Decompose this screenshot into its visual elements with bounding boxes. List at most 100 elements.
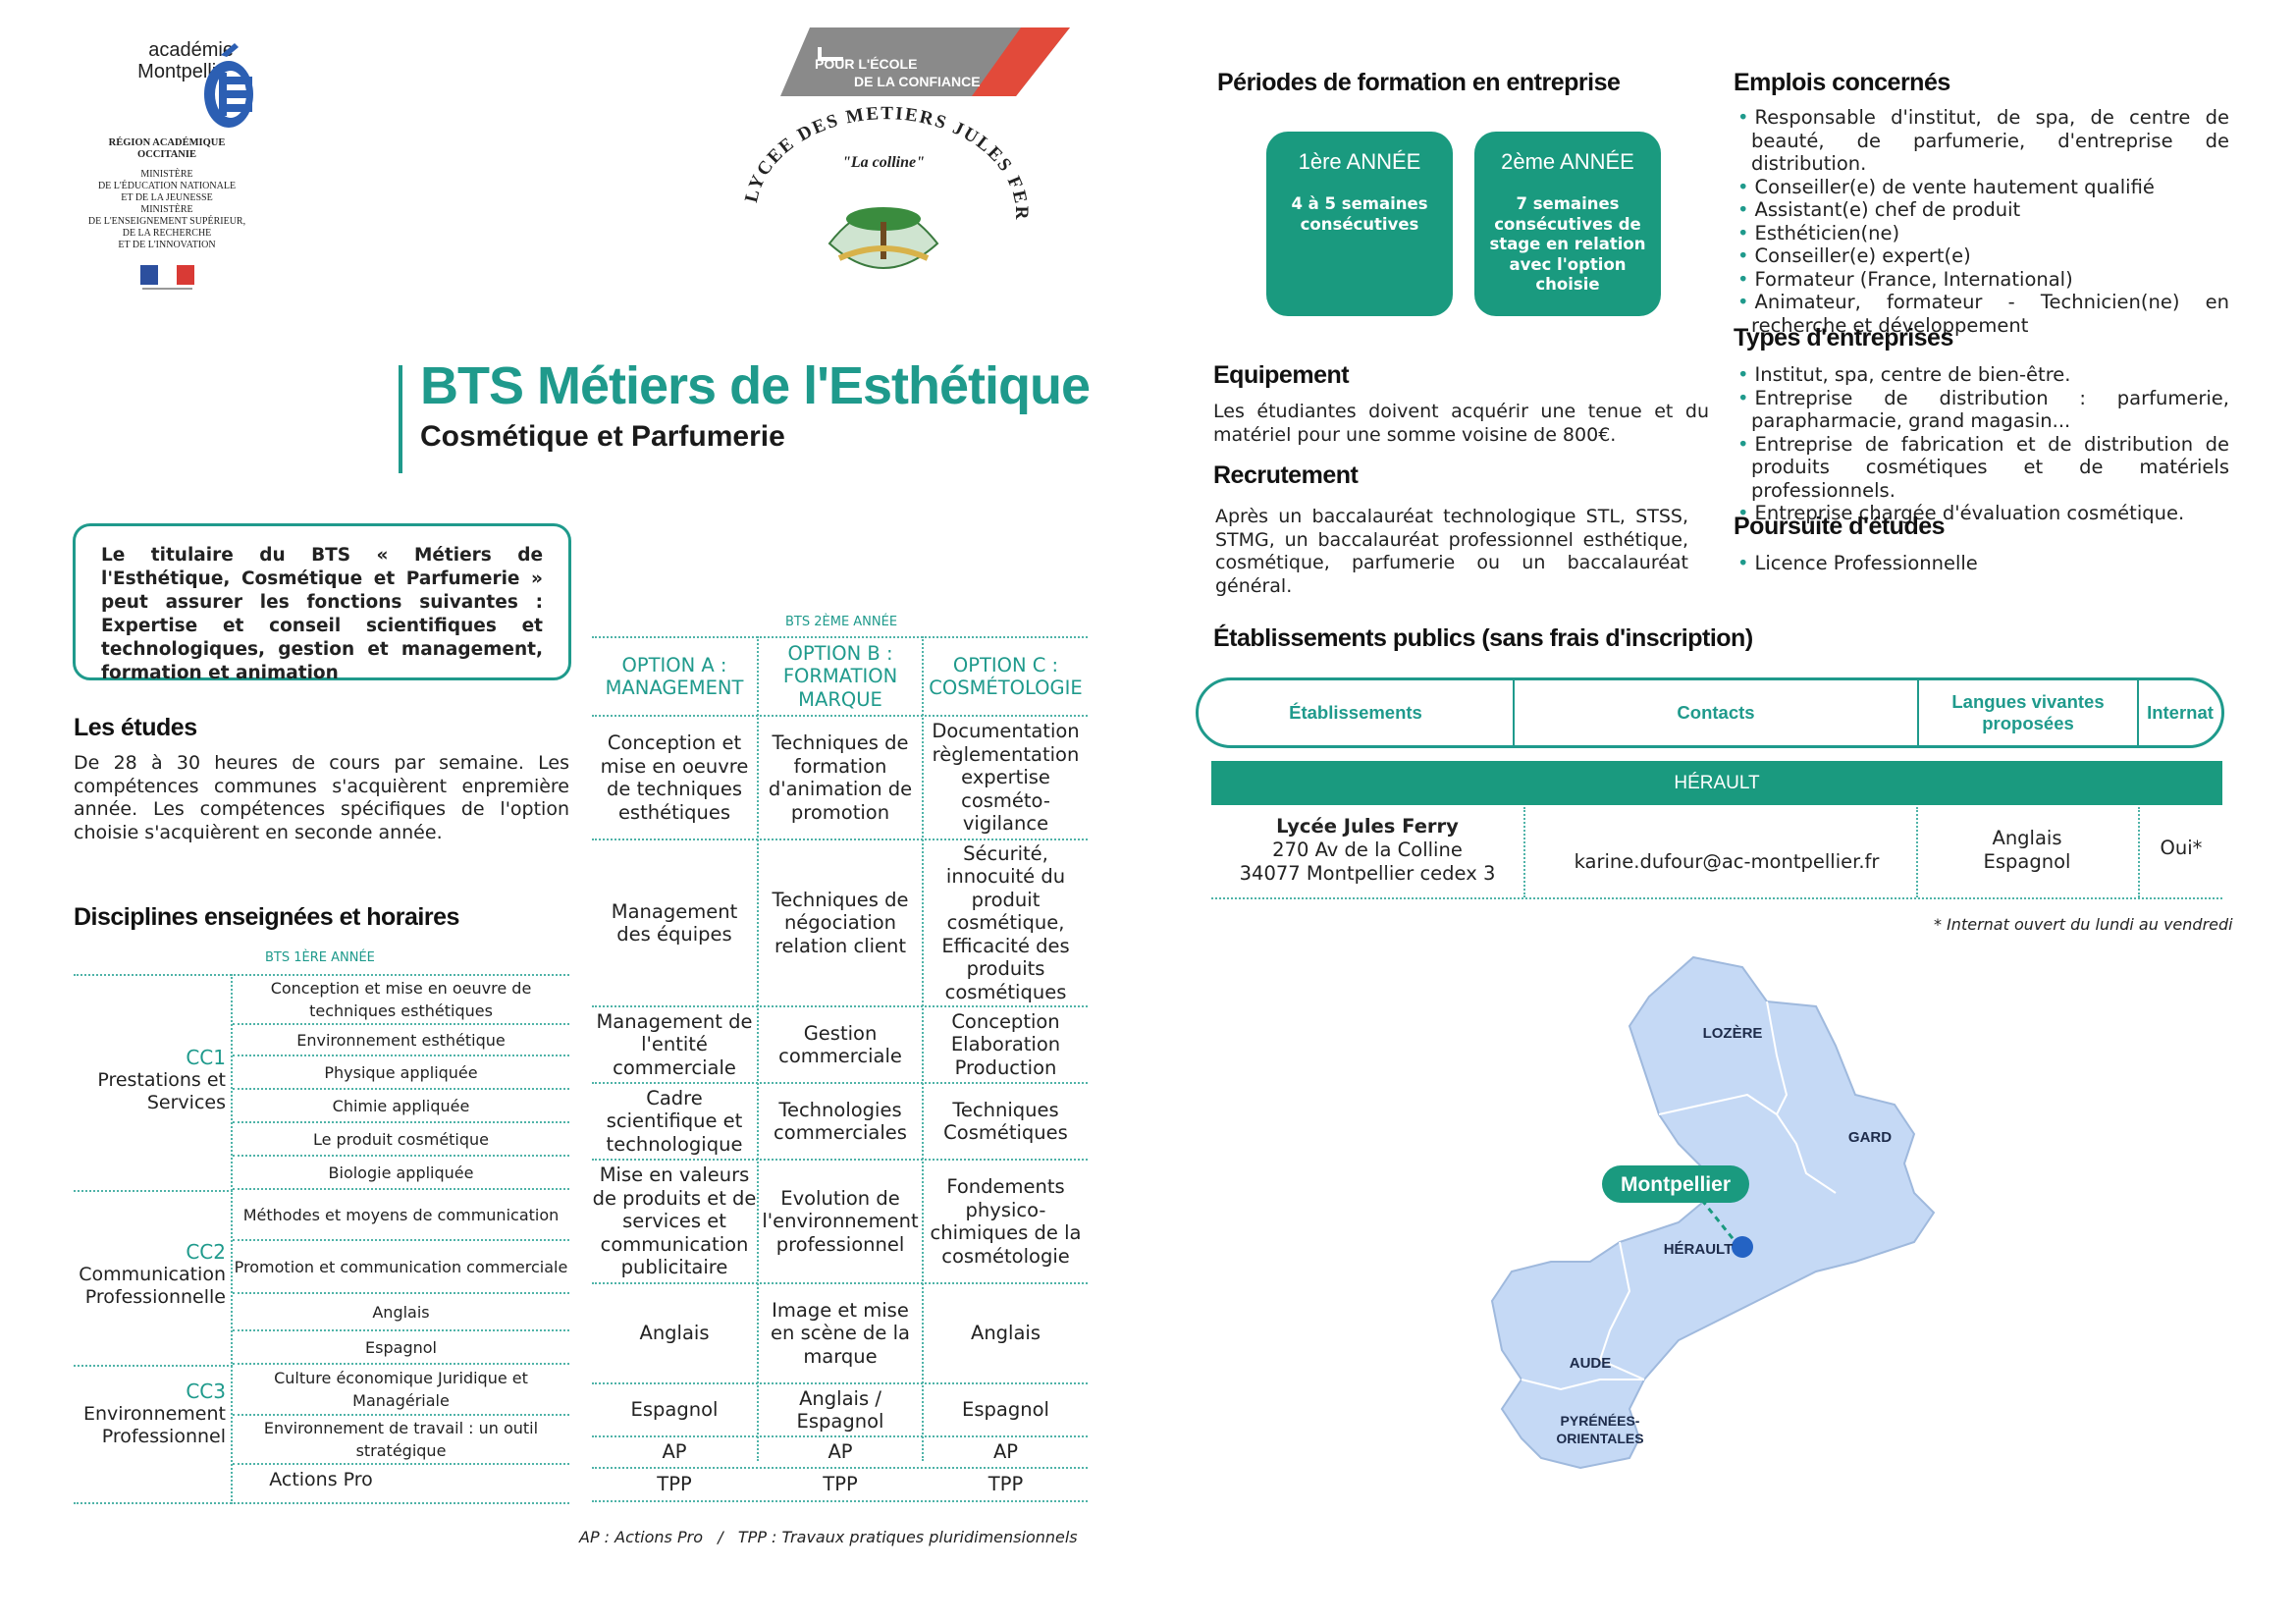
- year2-cell: Management des équipes: [611, 899, 738, 947]
- slogan-line2: DE LA CONFIANCE: [854, 74, 981, 89]
- page-subtitle: Cosmétique et Parfumerie: [420, 420, 785, 453]
- year2-row-line: [592, 1382, 1088, 1384]
- year1-row: Conception et mise en oeuvre de techniqu…: [233, 976, 569, 1025]
- year2-cell: Espagnol: [630, 1398, 719, 1422]
- types-list: Institut, spa, centre de bien-être. Entr…: [1734, 363, 2229, 525]
- cell-sep: [1916, 807, 1918, 897]
- region-bar: HÉRAULT: [1211, 761, 2222, 805]
- year2-cell: Techniques Cosmétiques: [943, 1098, 1068, 1145]
- cc3-code: CC3: [186, 1380, 226, 1403]
- cc1-name: Prestations et Services: [97, 1069, 226, 1113]
- cc1-code: CC1: [186, 1046, 226, 1069]
- year2-cell: Mise en valeurs de produits et de servic…: [592, 1163, 757, 1279]
- etab-name: Lycée Jules Ferry: [1276, 815, 1459, 838]
- intro-box: Le titulaire du BTS « Métiers de l'Esthé…: [73, 523, 571, 683]
- region-label: RÉGION ACADÉMIQUE OCCITANIE: [108, 137, 226, 160]
- list-item: Conseiller(e) expert(e): [1734, 244, 2229, 268]
- year2-cell: Anglais: [639, 1322, 710, 1345]
- option-c-header: OPTION C : COSMÉTOLOGIE: [929, 653, 1083, 700]
- cc1-label: CC1 Prestations et Services: [74, 1047, 226, 1114]
- etablissements-heading: Établissements publics (sans frais d'ins…: [1213, 624, 1753, 652]
- year2-row-line: [592, 1082, 1088, 1084]
- etab-addr1: 270 Av de la Colline: [1272, 839, 1463, 861]
- year2-col-divider: [757, 636, 759, 1461]
- year1-row: Environnement esthétique: [233, 1025, 569, 1056]
- cc2-name: Communication Professionnelle: [79, 1264, 226, 1308]
- year1-row: Biologie appliquée: [233, 1157, 569, 1190]
- year2-cell: Techniques de formation d'animation de p…: [768, 731, 913, 824]
- option-b-header: OPTION B : FORMATION MARQUE: [782, 641, 898, 711]
- year1-row: Environnement de travail : un outil stra…: [233, 1416, 569, 1465]
- year2-cell: Sécurité, innocuité du produit cosmétiqu…: [941, 841, 1070, 1003]
- year2-row-line: [592, 1159, 1088, 1161]
- year2-stage-title: 2ème ANNÉE: [1501, 149, 1634, 174]
- year2-row-line: [592, 1467, 1088, 1469]
- year1-stage-desc: 4 à 5 semaines consécutives: [1291, 194, 1428, 234]
- year2-row-line: [592, 1435, 1088, 1437]
- title-accent-bar: [399, 365, 402, 473]
- year1-row: Méthodes et moyens de communication: [233, 1190, 569, 1241]
- col-internat: Internat: [2147, 702, 2214, 723]
- year1-row: Promotion et communication commerciale: [233, 1241, 569, 1294]
- col-sep: [1917, 680, 1919, 745]
- year2-top-line: [592, 636, 1088, 638]
- year2-row-line: [592, 715, 1088, 717]
- internat-footnote: * Internat ouvert du lundi au vendredi: [1934, 915, 2233, 934]
- cc2-code: CC2: [186, 1240, 226, 1264]
- year2-cell: TPP: [988, 1473, 1024, 1496]
- etudes-text: De 28 à 30 heures de cours par semaine. …: [74, 752, 569, 843]
- year1-row: Anglais: [233, 1294, 569, 1331]
- year2-cell: AP: [828, 1440, 853, 1464]
- list-item: Assistant(e) chef de produit: [1734, 198, 2229, 222]
- etablissement-row: Lycée Jules Ferry 270 Av de la Colline 3…: [1211, 807, 2222, 899]
- year1-row: Chimie appliquée: [233, 1090, 569, 1123]
- map-label-aude: AUDE: [1570, 1355, 1612, 1372]
- recrutement-heading: Recrutement: [1213, 461, 1359, 489]
- cc3-name: Environnement Professionnel: [82, 1403, 226, 1447]
- slogan-line1: POUR L'ÉCOLE: [815, 56, 918, 72]
- year2-cell: TPP: [657, 1473, 692, 1496]
- year2-cell: Techniques de négociation relation clien…: [772, 888, 909, 957]
- periodes-heading: Périodes de formation en entreprise: [1217, 69, 1621, 96]
- poursuite-heading: Poursuite d'études: [1734, 513, 1946, 540]
- etab-cell: Lycée Jules Ferry 270 Av de la Colline 3…: [1211, 815, 1523, 886]
- lycee-logo: LYCEE DES METIERS JULES FERRY "La collin…: [731, 106, 1030, 269]
- map-label-lozere: LOZÈRE: [1703, 1025, 1763, 1042]
- year2-cell: Conception et mise en oeuvre de techniqu…: [600, 731, 749, 824]
- year2-footnote: AP : Actions Pro / TPP : Travaux pratiqu…: [579, 1528, 1078, 1546]
- marianne-flag-logo: [140, 265, 194, 290]
- map-label-herault: HÉRAULT: [1664, 1241, 1734, 1258]
- year2-label: BTS 2ÈME ANNÉE: [785, 615, 898, 629]
- year2-stage-desc: 7 semaines consécutives de stage en rela…: [1489, 194, 1646, 294]
- academie-e-logo: [204, 43, 253, 128]
- etudes-heading: Les études: [74, 714, 197, 741]
- etab-email[interactable]: karine.dufour@ac-montpellier.fr: [1574, 850, 1880, 873]
- year1-row: Culture économique Juridique et Managéri…: [233, 1365, 569, 1416]
- year1-top-line: [74, 974, 569, 976]
- list-item: Formateur (France, International): [1734, 268, 2229, 292]
- col-contacts: Contacts: [1677, 702, 1755, 723]
- year2-cell: Anglais: [970, 1322, 1041, 1345]
- list-item: Animateur, formateur - Technicien(ne) en…: [1734, 291, 2229, 337]
- year2-cell: Documentation règlementation expertise c…: [932, 720, 1080, 836]
- year1-row: Actions Pro: [269, 1469, 373, 1490]
- year1-divider: [231, 974, 233, 1504]
- emplois-heading: Emplois concernés: [1734, 69, 1950, 96]
- list-item: Responsable d'institut, de spa, de centr…: [1734, 106, 2229, 176]
- cell-sep: [2138, 807, 2140, 897]
- year2-cell: Cadre scientifique et technologique: [606, 1086, 743, 1156]
- year1-label: BTS 1ÈRE ANNÉE: [265, 950, 375, 965]
- year2-row-line: [592, 1282, 1088, 1284]
- year2-cell: Espagnol: [962, 1398, 1049, 1422]
- ministere-enseignement: MINISTÈRE DE L'ENSEIGNEMENT SUPÉRIEUR, D…: [87, 204, 246, 250]
- year2-cell: Gestion commerciale: [778, 1021, 902, 1068]
- page-title: BTS Métiers de l'Esthétique: [420, 356, 1091, 415]
- year2-cell: Technologies commerciales: [774, 1098, 907, 1145]
- year1-bottom-line: [74, 1502, 569, 1504]
- etablissements-header: Établissements Contacts Langues vivantes…: [1196, 677, 2224, 748]
- list-item: Licence Professionnelle: [1734, 552, 2229, 575]
- etab-addr2: 34077 Montpellier cedex 3: [1239, 862, 1496, 885]
- year2-col-divider: [922, 636, 924, 1461]
- map-label-gard: GARD: [1848, 1129, 1892, 1146]
- list-item: Institut, spa, centre de bien-être.: [1734, 363, 2229, 387]
